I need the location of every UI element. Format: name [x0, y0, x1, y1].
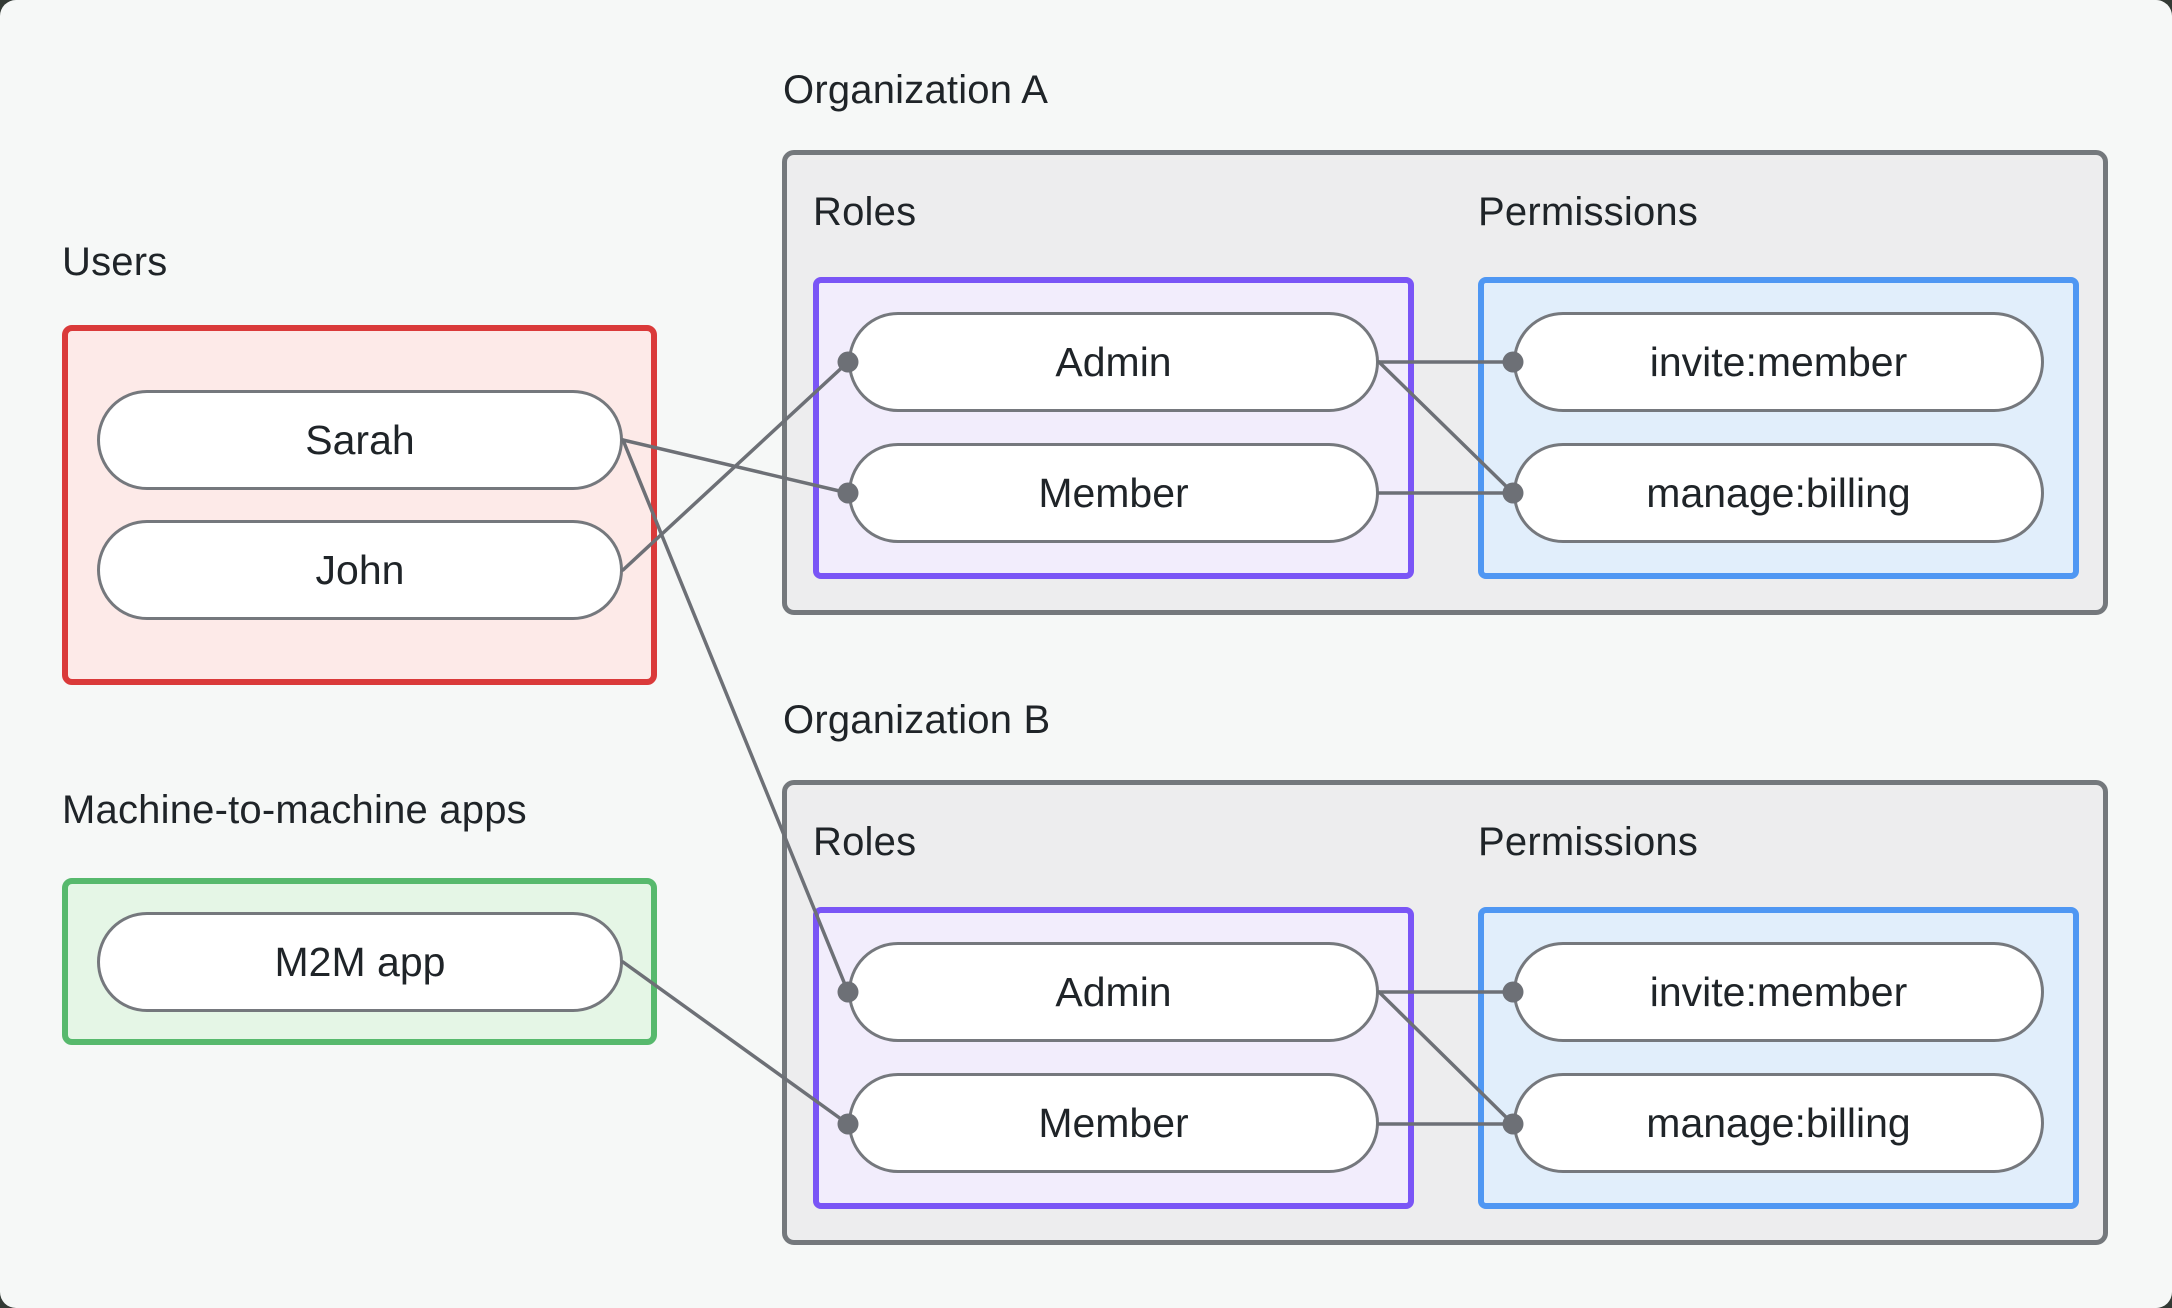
org-b-permissions-label: Permissions	[1478, 820, 1699, 864]
users-group-box	[62, 325, 657, 685]
org-b-role-admin: Admin	[848, 942, 1379, 1042]
org-b-permission-manage-billing: manage:billing	[1513, 1073, 2044, 1173]
m2m-group-label: Machine-to-machine apps	[62, 788, 527, 832]
user-node-sarah: Sarah	[97, 390, 623, 490]
org-b-permission-invite-member: invite:member	[1513, 942, 2044, 1042]
org-a-role-member: Member	[848, 443, 1379, 543]
org-b-title: Organization B	[783, 698, 1051, 742]
org-a-title: Organization A	[783, 68, 1049, 112]
users-group-label: Users	[62, 240, 168, 284]
org-a-permission-manage-billing: manage:billing	[1513, 443, 2044, 543]
org-a-permission-invite-member: invite:member	[1513, 312, 2044, 412]
m2m-app-node: M2M app	[97, 912, 623, 1012]
org-a-role-admin: Admin	[848, 312, 1379, 412]
org-b-role-member: Member	[848, 1073, 1379, 1173]
org-a-roles-label: Roles	[813, 190, 917, 234]
user-node-john: John	[97, 520, 623, 620]
org-b-roles-label: Roles	[813, 820, 917, 864]
org-a-permissions-label: Permissions	[1478, 190, 1699, 234]
